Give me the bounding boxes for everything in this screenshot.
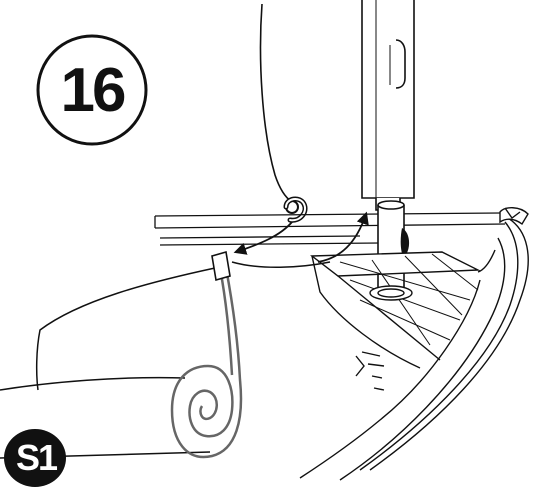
step-number: 16: [60, 55, 127, 125]
arrow-icon: [233, 221, 293, 255]
sub-step-label: S1: [15, 437, 58, 478]
sail-clip: [211, 250, 231, 282]
step-number-circle: [36, 34, 148, 146]
hook-icon: [283, 196, 308, 223]
mast-icon: [361, 0, 415, 211]
boom-spar: [154, 212, 506, 246]
sub-step-badge: [4, 429, 66, 487]
arrow-icon: [317, 211, 369, 263]
boat-hull-icon: [299, 207, 529, 481]
mast-lower-tube: [377, 200, 405, 298]
mast-clip: [400, 228, 410, 258]
sail-roll-icon: [170, 267, 243, 459]
halyard-line: [259, 3, 293, 203]
